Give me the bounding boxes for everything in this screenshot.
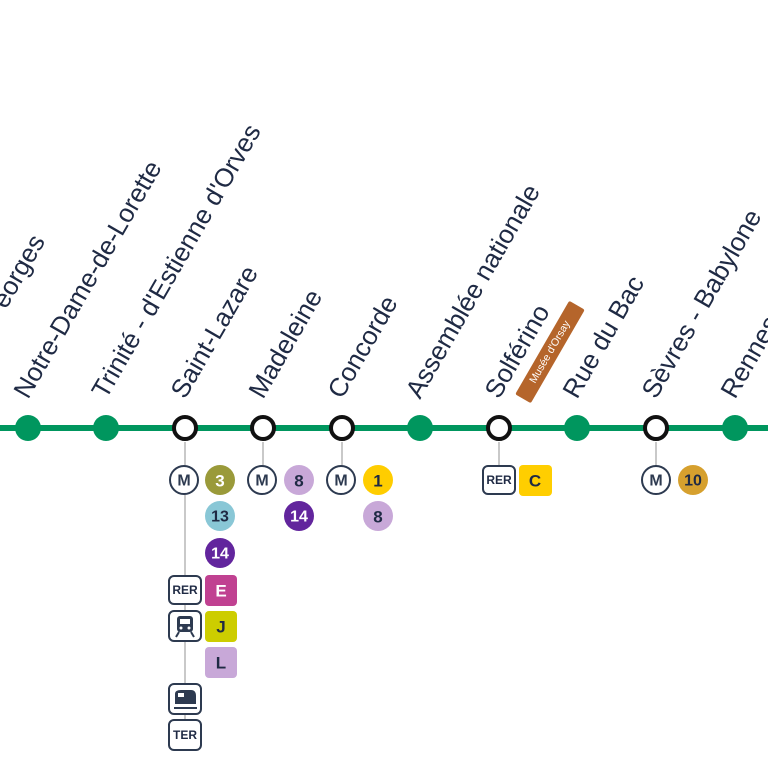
station-dot-concorde[interactable] (329, 415, 355, 441)
station-label-rennes: Rennes (714, 310, 768, 403)
metro-symbol (247, 465, 277, 495)
metro-line-13-badge[interactable] (205, 501, 235, 531)
transilien-line-l-badge[interactable] (205, 647, 237, 678)
ter-train-icon (168, 683, 202, 715)
rer-line-c-label: C (529, 472, 541, 491)
station-dot-rue-du-bac[interactable] (564, 415, 590, 441)
rer-line-e-label: E (215, 582, 226, 601)
connections-saint-lazare: M 3 13 14 RER E J L (168, 465, 237, 751)
station-label-assemblee-nationale: Assemblée nationale (399, 179, 546, 403)
station-dot-solferino[interactable] (486, 415, 512, 441)
metro-line-14-label: 14 (211, 546, 229, 563)
station-dot-madeleine[interactable] (250, 415, 276, 441)
transilien-line-l-label: L (216, 654, 226, 673)
rer-symbol-label: RER (172, 583, 198, 597)
station-dot-trinite[interactable] (93, 415, 119, 441)
metro-line-13-label: 13 (211, 509, 229, 526)
metro-symbol (641, 465, 671, 495)
ter-symbol-label: TER (173, 728, 197, 742)
station-label-notre-dame-de-lorette: Notre-Dame-de-Lorette (7, 155, 167, 403)
metro-symbol-label: M (334, 473, 347, 490)
metro-symbol (169, 465, 199, 495)
rer-symbol (168, 575, 202, 605)
station-dot-notre-dame-de-lorette[interactable] (15, 415, 41, 441)
rer-symbol-label: RER (486, 473, 512, 487)
metro-line-8-badge[interactable] (284, 465, 314, 495)
connections-solferino: RER C (482, 465, 552, 496)
connections-madeleine: M 8 14 (247, 465, 314, 531)
metro-line-1-label: 1 (373, 472, 382, 491)
station-label-saint-georges-partial: eorges (0, 229, 51, 313)
metro-symbol-label: M (177, 473, 190, 490)
metro-symbol (326, 465, 356, 495)
transilien-line-j-label: J (216, 618, 225, 637)
rer-line-e-badge[interactable] (205, 575, 237, 606)
metro-line-10-label: 10 (684, 473, 702, 490)
connections-concorde: M 1 8 (326, 465, 393, 531)
metro-line-1-badge[interactable] (363, 465, 393, 495)
connections-sevres-babylone: M 10 (641, 465, 708, 495)
metro-line-14-badge[interactable] (284, 501, 314, 531)
transilien-line-j-badge[interactable] (205, 611, 237, 642)
train-icon (168, 610, 202, 642)
metro-line-14-badge[interactable] (205, 538, 235, 568)
ter-symbol (168, 719, 202, 751)
station-dot-rennes[interactable] (722, 415, 748, 441)
station-label-concorde: Concorde (321, 290, 403, 403)
station-dot-assemblee-nationale[interactable] (407, 415, 433, 441)
station-label-madeleine: Madeleine (242, 284, 328, 403)
metro-line-10-badge[interactable] (678, 465, 708, 495)
metro-line-3-badge[interactable] (205, 465, 235, 495)
metro-symbol-label: M (649, 473, 662, 490)
metro-symbol-label: M (255, 473, 268, 490)
station-dot-sevres-babylone[interactable] (643, 415, 669, 441)
rer-symbol (482, 465, 516, 495)
station-label-rue-du-bac: Rue du Bac (556, 270, 650, 403)
rer-line-c-badge[interactable] (519, 465, 552, 496)
metro-line-14-label: 14 (290, 509, 308, 526)
metro-line-8-label: 8 (294, 472, 303, 491)
metro-line-3-label: 3 (215, 472, 224, 491)
metro-line-8-label: 8 (373, 508, 382, 527)
station-dot-saint-lazare[interactable] (172, 415, 198, 441)
metro-line-8-badge[interactable] (363, 501, 393, 531)
museum-label-bg (515, 301, 585, 403)
